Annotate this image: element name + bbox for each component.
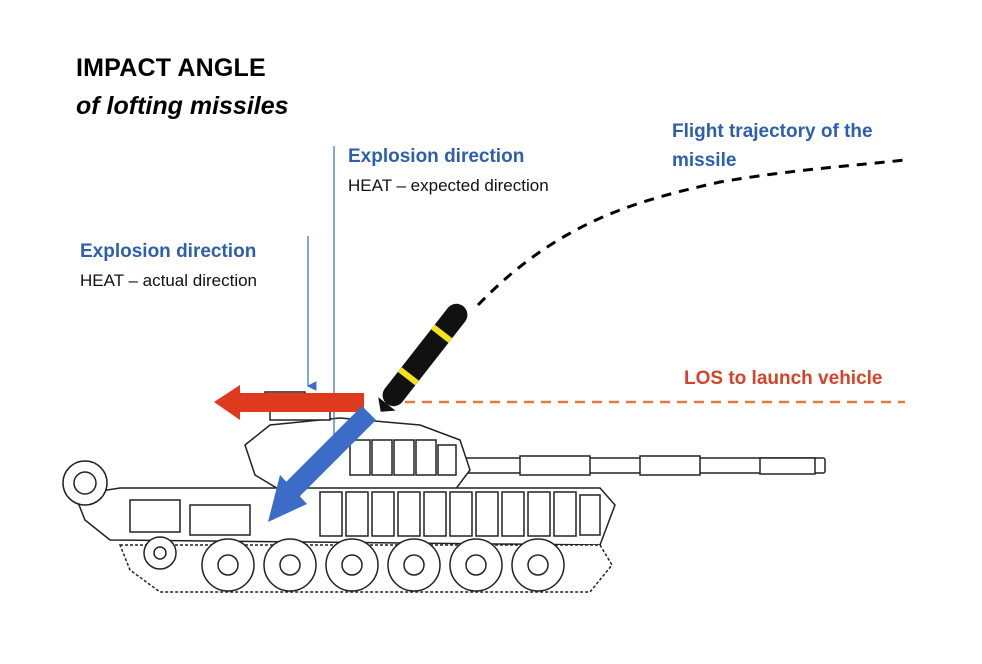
actual-direction-detail: HEAT – actual direction (80, 271, 258, 290)
expected-direction-heading: Explosion direction (348, 146, 525, 167)
actual-direction-arrow (214, 385, 364, 420)
actual-direction-heading: Explosion direction (80, 241, 257, 262)
flight-trajectory-line (476, 158, 906, 307)
tank-illustration (62, 391, 826, 593)
page-title: IMPACT ANGLE (76, 54, 266, 82)
expected-direction-detail: HEAT – expected direction (348, 176, 549, 195)
page-subtitle: of lofting missiles (76, 92, 289, 120)
expected-direction-arrow (268, 406, 376, 522)
trajectory-label-line2: missile (672, 150, 737, 171)
missile-icon (378, 303, 468, 412)
los-label: LOS to launch vehicle (684, 368, 883, 389)
trajectory-label-line1: Flight trajectory of the (672, 121, 873, 142)
